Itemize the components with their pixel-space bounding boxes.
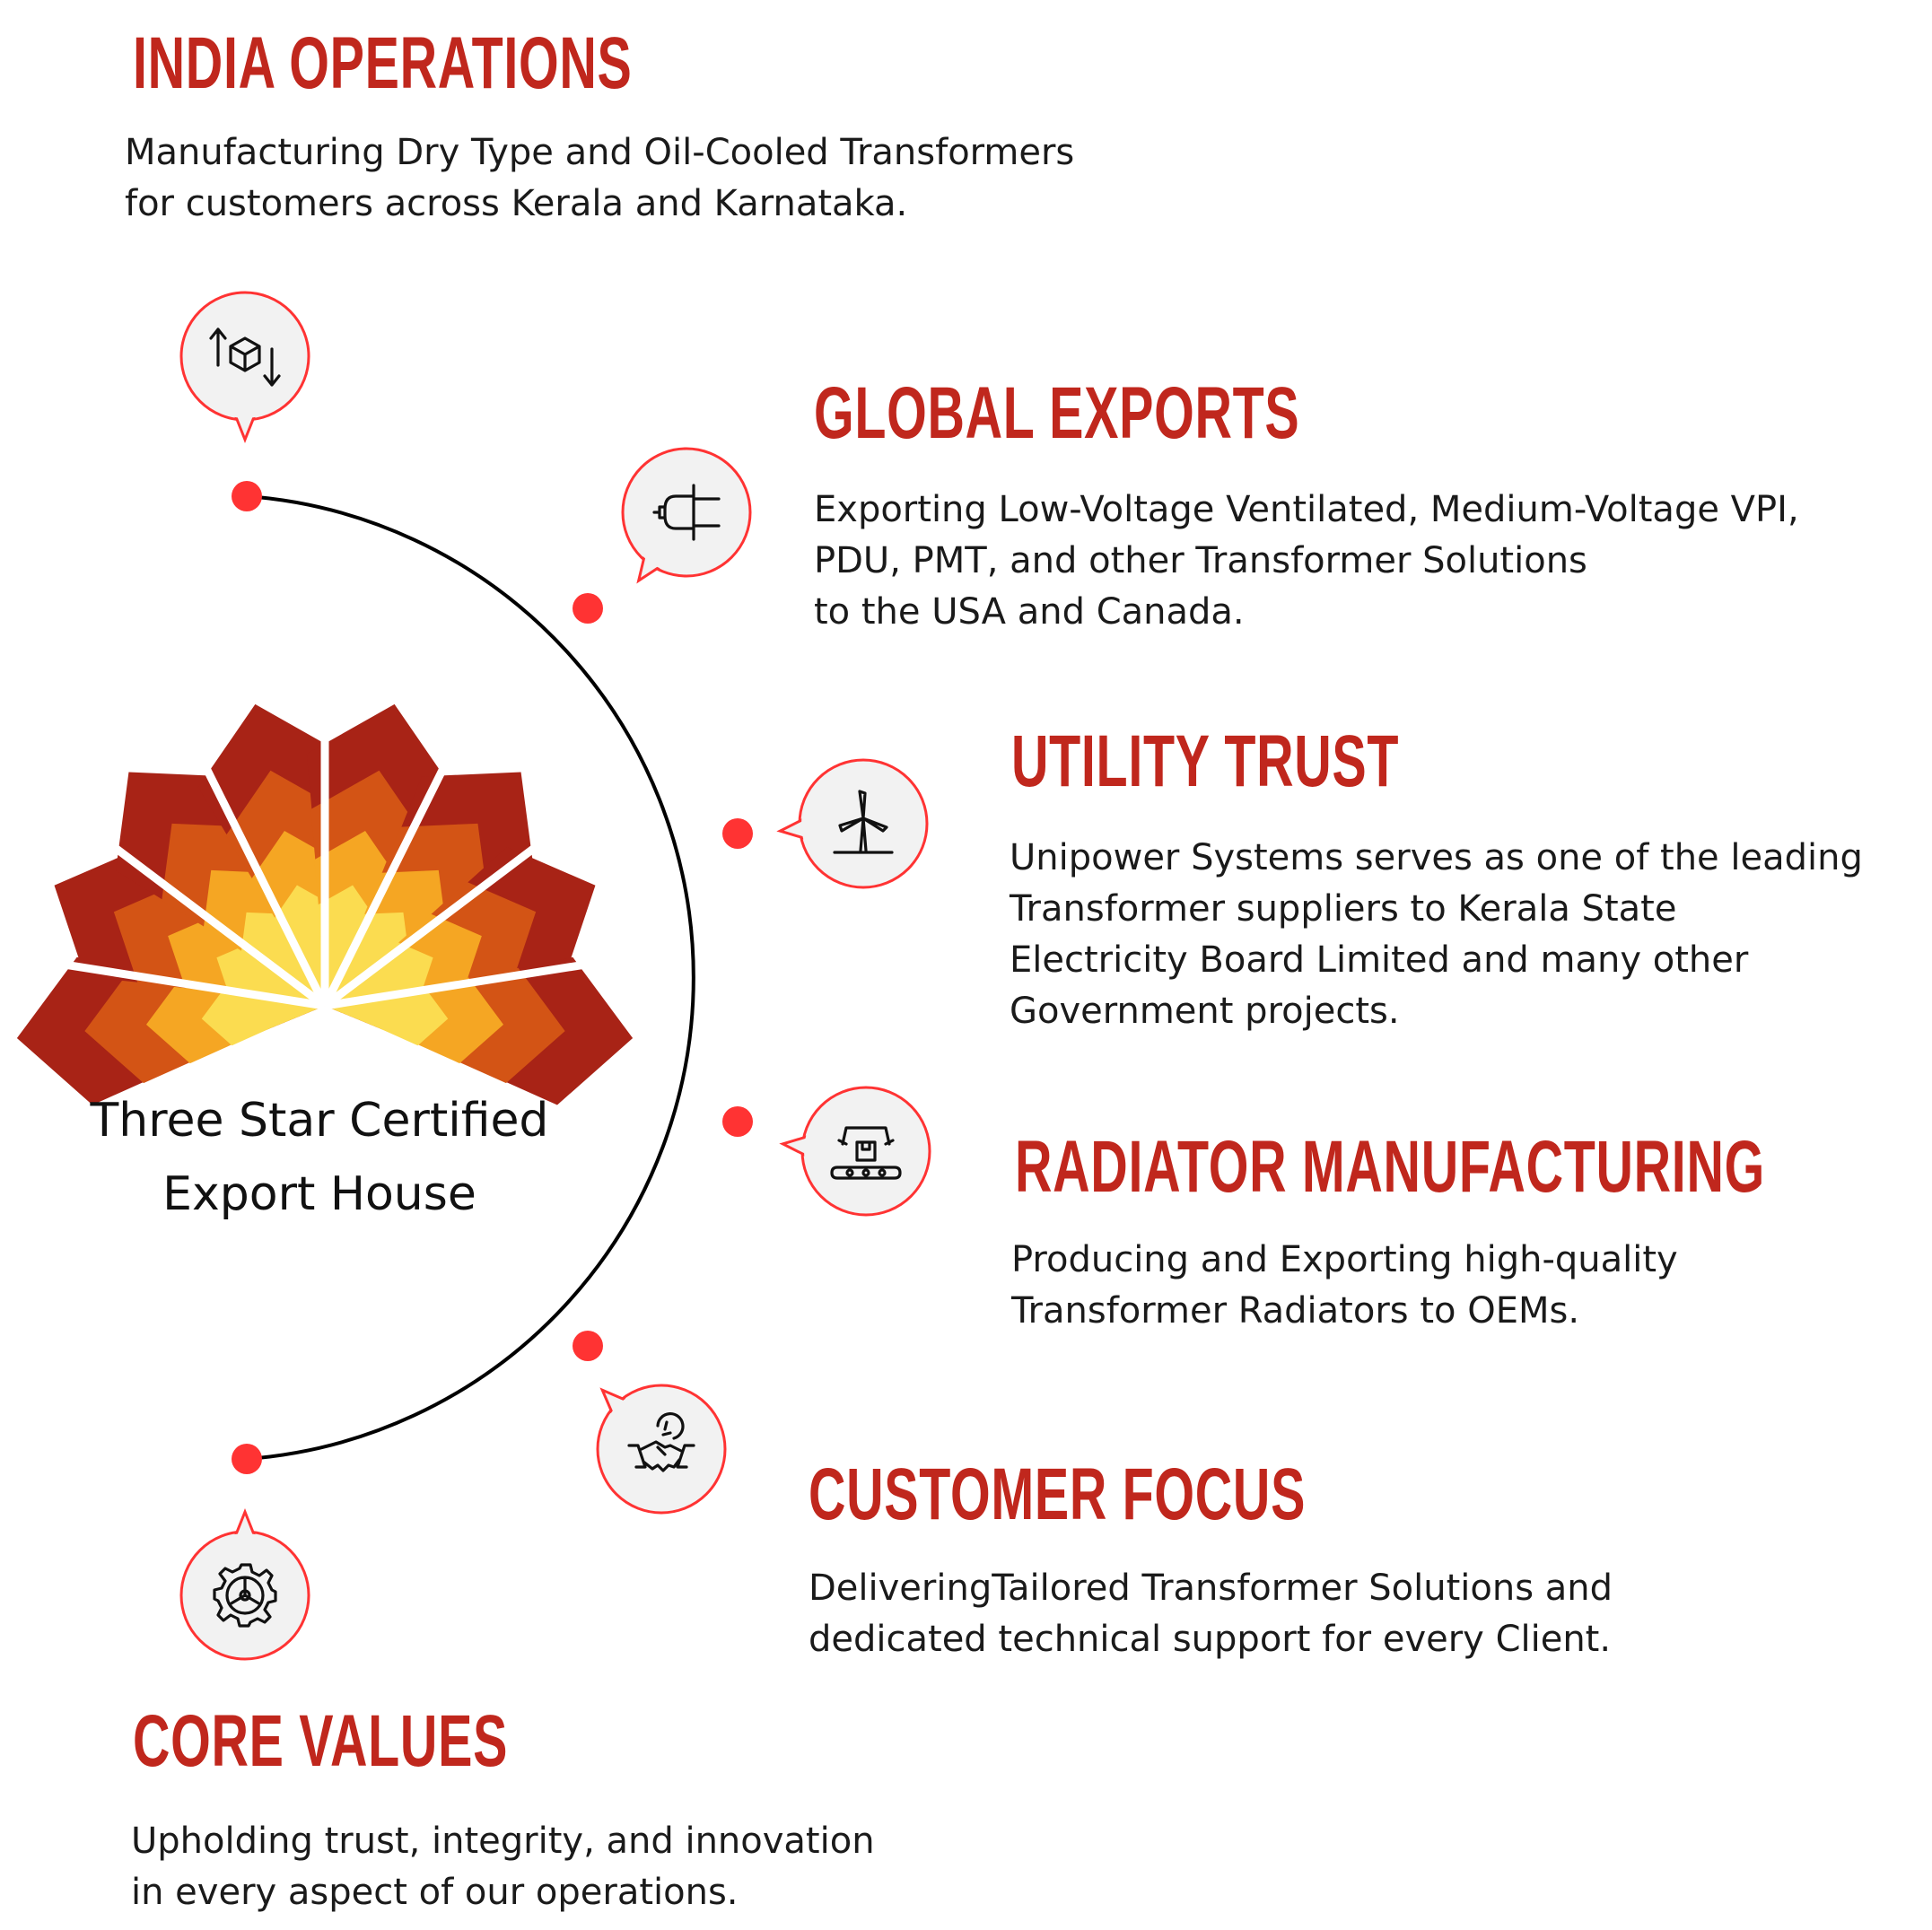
icon-bubble (179, 291, 310, 444)
logo-petal (325, 846, 596, 1006)
icon-bubble (621, 447, 752, 584)
section-title-radiator-manufacturing: RADIATOR MANUFACTURING (1015, 1126, 1765, 1208)
icon-bubble (776, 758, 929, 889)
text-line: Unipower Systems serves as one of the le… (1010, 837, 1863, 878)
logo-petal (197, 703, 344, 1006)
timeline-dot (722, 1106, 753, 1137)
section-text-india-operations: Manufacturing Dry Type and Oil-Cooled Tr… (125, 127, 1074, 230)
text-line: Transformer suppliers to Kerala State (1010, 888, 1677, 930)
logo-divider (324, 942, 698, 1010)
section-title-global-exports: GLOBAL EXPORTS (814, 372, 1300, 454)
timeline-dot (232, 481, 262, 511)
timeline-arc (246, 494, 695, 1461)
handshake-support-icon (627, 1411, 695, 1472)
timeline-dot (232, 1444, 262, 1474)
logo-divider (153, 667, 329, 1009)
section-text-utility-trust: Unipower Systems serves as one of the le… (1010, 833, 1863, 1037)
certification-line: Three Star Certified (90, 1094, 549, 1148)
timeline-dot (573, 593, 603, 624)
section-text-core-values: Upholding trust, integrity, and innovati… (131, 1816, 875, 1918)
timeline-dot (573, 1331, 603, 1361)
logo-petal (325, 772, 534, 1006)
section-title-customer-focus: CUSTOMER FOCUS (809, 1454, 1307, 1535)
wind-turbine-icon (833, 790, 894, 854)
logo-divider (322, 775, 629, 1009)
text-line: dedicated technical support for every Cl… (809, 1619, 1612, 1660)
logo-petal (116, 772, 325, 1006)
logo-divider (21, 775, 328, 1009)
text-line: Transformer Radiators to OEMs. (1011, 1290, 1580, 1332)
section-title-utility-trust: UTILITY TRUST (1011, 720, 1400, 802)
icon-bubble (596, 1384, 727, 1515)
text-line: Electricity Board Limited and many other (1010, 939, 1749, 981)
section-text-radiator-manufacturing: Producing and Exporting high-quality Tra… (1011, 1235, 1678, 1337)
logo-divider (0, 950, 326, 1010)
text-line: to the USA and Canada. (814, 591, 1245, 633)
power-plug-icon (652, 484, 721, 541)
logo-petal (306, 703, 452, 1006)
company-logo (0, 629, 698, 1105)
section-title-core-values: CORE VALUES (133, 1700, 509, 1782)
text-line: PDU, PMT, and other Transformer Solution… (814, 540, 1587, 581)
text-line: Upholding trust, integrity, and innovati… (131, 1821, 875, 1862)
text-line: Government projects. (1010, 991, 1400, 1032)
logo-divider (320, 667, 497, 1009)
certification-label: Three Star Certified Export House (50, 1084, 589, 1231)
text-line: Manufacturing Dry Type and Oil-Cooled Tr… (125, 132, 1075, 173)
section-title-india-operations: INDIA OPERATIONS (133, 22, 633, 104)
gear-icon (213, 1563, 277, 1628)
timeline-dot (722, 818, 753, 849)
text-line: DeliveringTailored Transformer Solutions… (809, 1568, 1613, 1609)
text-line: Exporting Low-Voltage Ventilated, Medium… (814, 489, 1799, 530)
section-text-customer-focus: DeliveringTailored Transformer Solutions… (809, 1563, 1613, 1665)
text-line: Producing and Exporting high-quality (1011, 1239, 1678, 1280)
text-line: in every aspect of our operations. (131, 1872, 739, 1913)
robot-arm-conveyor-icon (830, 1126, 902, 1180)
certification-line: Export House (162, 1167, 476, 1221)
product-exchange-icon (209, 327, 281, 387)
section-text-global-exports: Exporting Low-Voltage Ventilated, Medium… (814, 485, 1799, 638)
icon-bubble (779, 1086, 931, 1217)
text-line: for customers across Kerala and Karnatak… (125, 183, 908, 224)
icon-bubble (179, 1507, 310, 1661)
